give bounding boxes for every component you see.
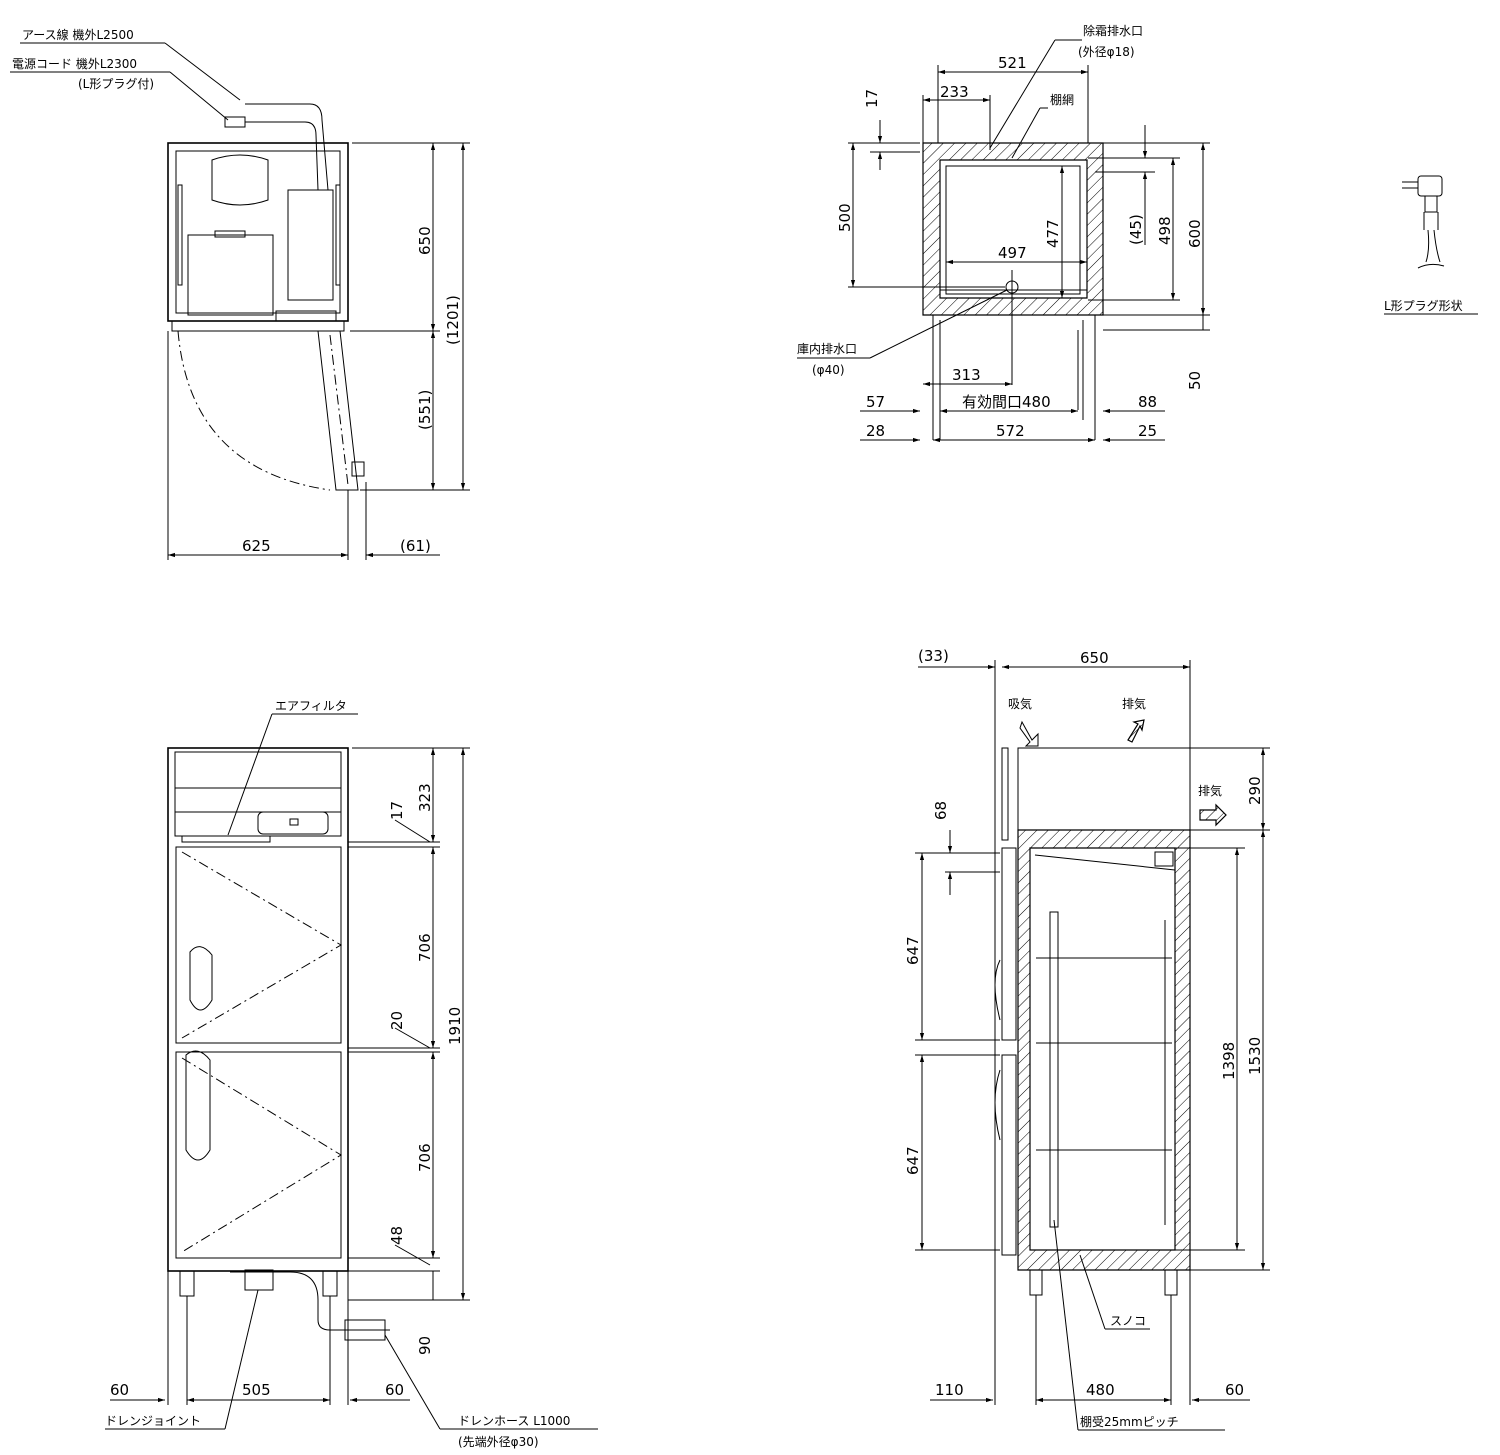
shelf-pitch-label: 棚受25mmピッチ [1080,1414,1179,1429]
dim-plan-551: (551) [416,390,434,430]
intake-label: 吸気 [1008,696,1032,711]
defrost-drain-label: 除霜排水口 [1083,23,1143,38]
dim-front-706b: 706 [416,1143,434,1172]
dim-plan-625: 625 [242,537,271,555]
dim-front-706a: 706 [416,933,434,962]
plug-shape-label: L形プラグ形状 [1384,299,1463,313]
dim-side-290: 290 [1246,776,1264,805]
dim-sec-313: 313 [952,366,981,384]
dim-sec-opening: 有効間口480 [962,393,1051,411]
dim-sec-17: 17 [863,89,881,108]
dim-front-20: 20 [388,1011,406,1030]
section-view: 除霜排水口 (外径φ18) 棚網 521 233 17 [797,23,1210,443]
front-view: エアフィルタ 323 [105,699,598,1449]
dim-side-650: 650 [1080,649,1109,667]
dim-front-323: 323 [416,783,434,812]
dim-sec-28: 28 [866,422,885,440]
dim-sec-498: 498 [1156,216,1174,245]
dim-sec-497: 497 [998,244,1027,262]
side-view: (33) 650 吸気 排気 排気 [904,647,1270,1431]
defrost-dia-label: (外径φ18) [1078,45,1135,59]
dim-sec-45: (45) [1127,214,1145,245]
dim-front-60a: 60 [110,1381,129,1399]
inner-drain-dia: (φ40) [812,363,845,377]
dim-front-48: 48 [388,1226,406,1245]
inner-drain-label: 庫内排水口 [797,342,857,356]
dim-plan-61: (61) [400,537,431,555]
cable-power-label: 電源コード 機外L2300 [12,56,137,71]
plug-shape-view: L形プラグ形状 [1384,175,1478,315]
dim-sec-500: 500 [836,203,854,232]
sunoko-label: スノコ [1110,1314,1146,1328]
dim-plan-650: 650 [416,226,434,255]
exhaust-top-label: 排気 [1122,696,1146,711]
air-filter-label: エアフィルタ [275,699,347,713]
dim-side-33: (33) [918,647,949,665]
dim-sec-57: 57 [866,393,885,411]
dim-side-60: 60 [1225,1381,1244,1399]
dim-sec-521: 521 [998,54,1027,72]
dim-front-17: 17 [388,801,406,820]
dim-side-647b: 647 [904,1146,922,1175]
exhaust-side-label: 排気 [1198,783,1222,798]
dim-sec-25: 25 [1138,422,1157,440]
dim-sec-477: 477 [1044,219,1062,248]
dim-side-480: 480 [1086,1381,1115,1399]
dim-side-1530: 1530 [1246,1037,1264,1075]
dim-front-505: 505 [242,1381,271,1399]
plan-view: アース線 機外L2500 電源コード 機外L2300 (L形プラグ付) [10,27,470,560]
drain-hose-label: ドレンホース L1000 [458,1414,570,1428]
dim-sec-50: 50 [1186,371,1204,390]
dim-sec-233: 233 [940,83,969,101]
drain-joint-label: ドレンジョイント [105,1414,201,1428]
shelf-net-label: 棚網 [1050,92,1074,107]
cable-earth-label: アース線 機外L2500 [22,27,134,42]
dim-sec-600: 600 [1186,219,1204,248]
dim-sec-88: 88 [1138,393,1157,411]
hose-dia-label: (先端外径φ30) [458,1435,539,1449]
dim-front-60b: 60 [385,1381,404,1399]
dim-sec-572: 572 [996,422,1025,440]
dim-side-647a: 647 [904,936,922,965]
dim-side-68: 68 [932,801,950,820]
dim-front-1910: 1910 [446,1007,464,1045]
plug-note-label: (L形プラグ付) [78,77,154,91]
dim-plan-1201: (1201) [444,295,462,345]
dim-front-90: 90 [416,1336,434,1355]
dim-side-110: 110 [935,1381,964,1399]
dim-side-1398: 1398 [1220,1042,1238,1080]
